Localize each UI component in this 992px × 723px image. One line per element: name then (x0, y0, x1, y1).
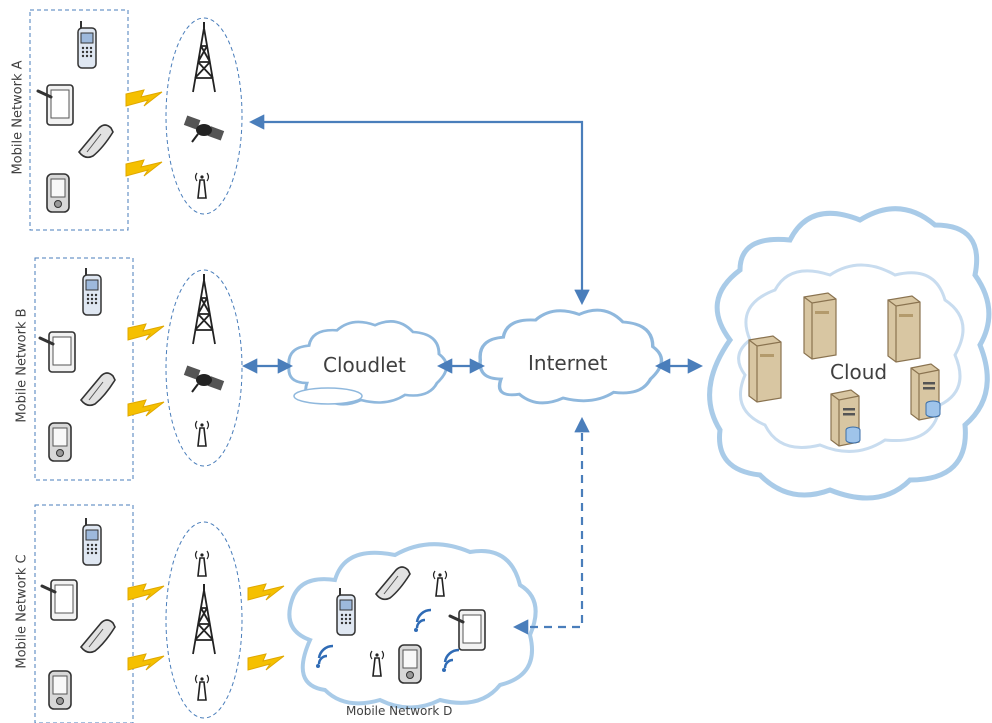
satellite-icon (182, 114, 226, 143)
network-b-label: Mobile Network B (14, 308, 30, 423)
tablet-icon (36, 83, 75, 127)
antenna-icon (194, 420, 210, 447)
phone-icon (82, 267, 102, 316)
station-ellipse-c (165, 521, 243, 719)
lightning-icon (127, 653, 165, 671)
lightning-icon (127, 583, 165, 601)
device-box-b (34, 257, 134, 481)
server-icon (803, 292, 837, 360)
cloudlet-label: Cloudlet (323, 353, 406, 377)
lightning-icon (125, 89, 163, 107)
arrow-d-internet (512, 416, 590, 635)
lightning-icon (127, 399, 165, 417)
arrow-a-internet (248, 114, 590, 306)
pda-icon (48, 670, 72, 710)
flip-phone-icon (80, 372, 116, 407)
flip-phone-icon (80, 619, 116, 654)
cell-tower-icon (192, 21, 216, 93)
antenna-icon (194, 550, 210, 577)
satellite-icon (182, 364, 226, 393)
tablet-icon (40, 578, 79, 622)
antenna-icon (194, 172, 210, 199)
phone-icon (336, 587, 356, 636)
lightning-icon (125, 159, 163, 177)
device-box-a (29, 9, 129, 231)
flip-phone-icon (78, 124, 114, 159)
pda-icon (398, 644, 422, 684)
phone-icon (77, 20, 97, 69)
lightning-icon (127, 323, 165, 341)
network-c-label: Mobile Network C (14, 554, 30, 669)
network-a-label: Mobile Network A (10, 60, 26, 175)
server-icon (887, 295, 921, 363)
lightning-icon (247, 653, 285, 671)
antenna-icon (194, 674, 210, 701)
internet-label: Internet (528, 351, 608, 375)
tablet-icon (38, 330, 77, 374)
device-box-c (34, 504, 134, 723)
station-ellipse-a (165, 17, 243, 215)
database-server-icon (830, 389, 861, 447)
phone-icon (82, 517, 102, 566)
cell-tower-icon (192, 273, 216, 345)
cell-tower-icon (192, 583, 216, 655)
network-d-label: Mobile Network D (346, 704, 453, 718)
pda-icon (46, 173, 70, 213)
pda-icon (48, 422, 72, 462)
server-icon (748, 335, 782, 403)
database-server-icon (910, 363, 941, 421)
cloudlet-base-ellipse (293, 387, 363, 405)
lightning-icon (247, 583, 285, 601)
cloud-label: Cloud (830, 360, 888, 384)
